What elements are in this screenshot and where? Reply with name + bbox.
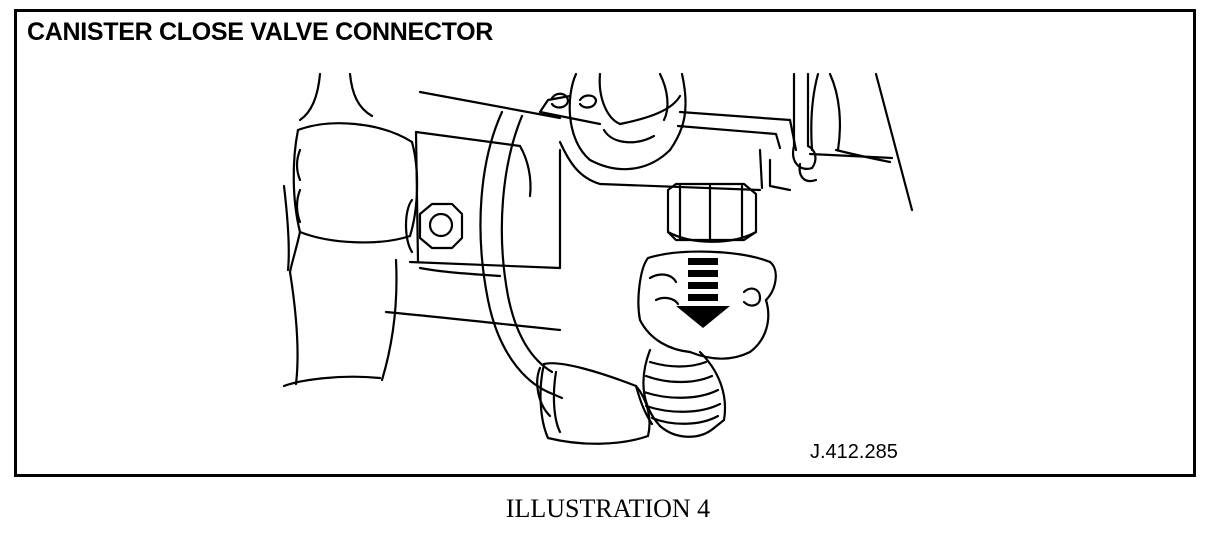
- canister-close-valve: [558, 72, 914, 212]
- large-hose: [282, 72, 419, 388]
- pipe-elbow: [768, 72, 818, 192]
- illustration-title: CANISTER CLOSE VALVE CONNECTOR: [27, 18, 494, 46]
- mounting-bracket: [384, 90, 602, 332]
- illustration-caption: ILLUSTRATION 4: [505, 494, 711, 523]
- removal-direction-arrow: [676, 258, 730, 328]
- connector-plug: [637, 250, 777, 360]
- tube-boot: [539, 362, 651, 445]
- connector-boot: [634, 348, 726, 438]
- mounting-bolt: [404, 198, 464, 254]
- connector-nut: [666, 182, 758, 243]
- illustration-frame: CANISTER CLOSE VALVE CONNECTOR J.412.285: [14, 9, 1196, 477]
- reference-number: J.412.285: [810, 441, 898, 463]
- vapour-tube: [479, 110, 564, 418]
